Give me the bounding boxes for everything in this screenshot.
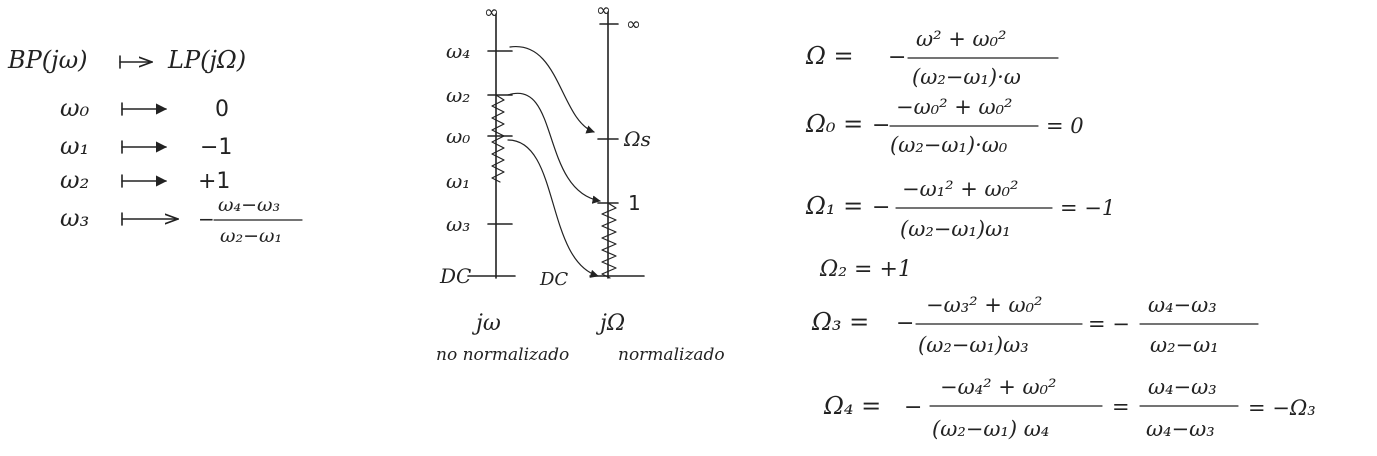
mapping-row-right: −1 xyxy=(200,135,232,160)
equation-numerator: −ω₁² + ω₀² xyxy=(902,177,1018,201)
left-axis-tick-label: ω₁ xyxy=(446,169,470,193)
equation-numerator-2: ω₄−ω₃ xyxy=(1148,375,1217,399)
mapping-row: ω₀ 0 xyxy=(60,94,229,122)
curve-w2-to-one xyxy=(507,92,601,204)
equation-lhs: Ω = xyxy=(805,42,854,70)
equation-omega-1: Ω₁ = − −ω₁² + ω₀² (ω₂−ω₁)ω₁ = −1 xyxy=(805,177,1115,241)
mapping-header-right: LP(jΩ) xyxy=(167,46,246,74)
left-axis-tick-label: ω₃ xyxy=(446,212,470,236)
equation-denominator-2: ω₂−ω₁ xyxy=(1150,333,1219,357)
right-axis-caption: jΩ xyxy=(595,311,625,336)
equation-numerator: −ω₀² + ω₀² xyxy=(896,95,1012,119)
equation-result: = −1 xyxy=(1060,196,1115,220)
right-axis-tick-label: 1 xyxy=(628,191,641,215)
equation-denominator-2: ω₄−ω₃ xyxy=(1146,417,1215,441)
left-axis-tick-label: ω₂ xyxy=(446,83,470,107)
mapping-row: ω₂ +1 xyxy=(60,166,230,194)
right-axis-tick-infinity: ∞ xyxy=(626,14,641,35)
mapping-row-right: 0 xyxy=(215,97,229,122)
curve-w0-to-dc xyxy=(507,139,599,278)
equation-sign: − xyxy=(904,395,922,420)
mapping-row-right-denominator: ω₂−ω₁ xyxy=(220,225,282,247)
equation-denominator: (ω₂−ω₁)ω₃ xyxy=(918,333,1029,357)
right-axis-caption-sub: normalizado xyxy=(618,345,725,365)
equation-numerator-2: ω₄−ω₃ xyxy=(1148,293,1217,317)
equation-denominator: (ω₂−ω₁) ω₄ xyxy=(932,417,1049,441)
left-axis-tick-label: ω₄ xyxy=(446,39,470,63)
left-passband-zigzag xyxy=(491,94,505,183)
left-axis-caption: jω xyxy=(471,311,501,336)
equations: Ω = − ω² + ω₀² (ω₂−ω₁)·ω Ω₀ = − −ω₀² + ω… xyxy=(805,27,1316,441)
frequency-axes: ∞ ω₄ ω₂ ω₀ ω₁ ω₃ DC ∞ ∞ Ωs 1 DC xyxy=(436,0,725,365)
right-axis-tick-label: Ωs xyxy=(623,127,651,151)
right-axis-dc-label: DC xyxy=(539,269,568,290)
left-axis-tick-label: ω₀ xyxy=(446,124,470,148)
equation-denominator: (ω₂−ω₁)ω₁ xyxy=(900,217,1011,241)
equation-lhs: Ω₂ = +1 xyxy=(819,257,912,282)
equation-sign: − xyxy=(872,113,890,138)
mapping-row: ω₁ −1 xyxy=(60,132,232,160)
mapping-row-left: ω₀ xyxy=(60,94,90,122)
equation-denominator: (ω₂−ω₁)·ω₀ xyxy=(890,133,1008,157)
equation-numerator: −ω₄² + ω₀² xyxy=(940,375,1056,399)
equation-equals: = xyxy=(1112,395,1130,419)
equation-sign: − xyxy=(888,45,906,70)
equation-lhs: Ω₃ = xyxy=(811,308,869,336)
mapping-header-left: BP(jω) xyxy=(7,46,88,74)
right-passband-zigzag xyxy=(601,202,617,279)
equation-result: = 0 xyxy=(1046,114,1084,138)
equation-sign: − xyxy=(896,311,914,336)
left-axis-tick-label: DC xyxy=(439,264,471,288)
mapping-row-right: +1 xyxy=(198,169,230,194)
equation-omega: Ω = − ω² + ω₀² (ω₂−ω₁)·ω xyxy=(805,27,1059,89)
mapping-row-left: ω₂ xyxy=(60,166,89,194)
equation-omega-0: Ω₀ = − −ω₀² + ω₀² (ω₂−ω₁)·ω₀ = 0 xyxy=(805,95,1084,157)
equation-omega-2: Ω₂ = +1 xyxy=(819,257,912,282)
mapping-row-right-prefix: − xyxy=(198,207,215,231)
left-axis-caption-sub: no normalizado xyxy=(436,345,569,365)
equation-lhs: Ω₀ = xyxy=(805,110,863,138)
curve-w4-to-omega-s xyxy=(509,46,595,134)
equation-lhs: Ω₄ = xyxy=(823,392,881,420)
equation-omega-3: Ω₃ = − −ω₃² + ω₀² (ω₂−ω₁)ω₃ = − ω₄−ω₃ ω₂… xyxy=(811,293,1259,357)
mapping-list: BP(jω) LP(jΩ) ω₀ 0 ω₁ −1 ω₂ +1 ω₃ − ω₄−ω xyxy=(7,46,303,247)
mapping-row-right-numerator: ω₄−ω₃ xyxy=(218,194,280,216)
equation-lhs: Ω₁ = xyxy=(805,192,863,220)
equation-omega-4: Ω₄ = − −ω₄² + ω₀² (ω₂−ω₁) ω₄ = ω₄−ω₃ ω₄−… xyxy=(823,375,1316,441)
mapping-row-left: ω₃ xyxy=(60,204,89,232)
equation-denominator: (ω₂−ω₁)·ω xyxy=(912,65,1021,89)
equation-result: = −Ω₃ xyxy=(1248,396,1316,420)
equation-equals: = − xyxy=(1088,312,1130,336)
mapping-row-left: ω₁ xyxy=(60,132,89,160)
equation-numerator: −ω₃² + ω₀² xyxy=(926,293,1042,317)
equation-numerator: ω² + ω₀² xyxy=(916,27,1006,51)
mapping-row: ω₃ − ω₄−ω₃ ω₂−ω₁ xyxy=(60,194,303,247)
equation-sign: − xyxy=(872,195,890,220)
